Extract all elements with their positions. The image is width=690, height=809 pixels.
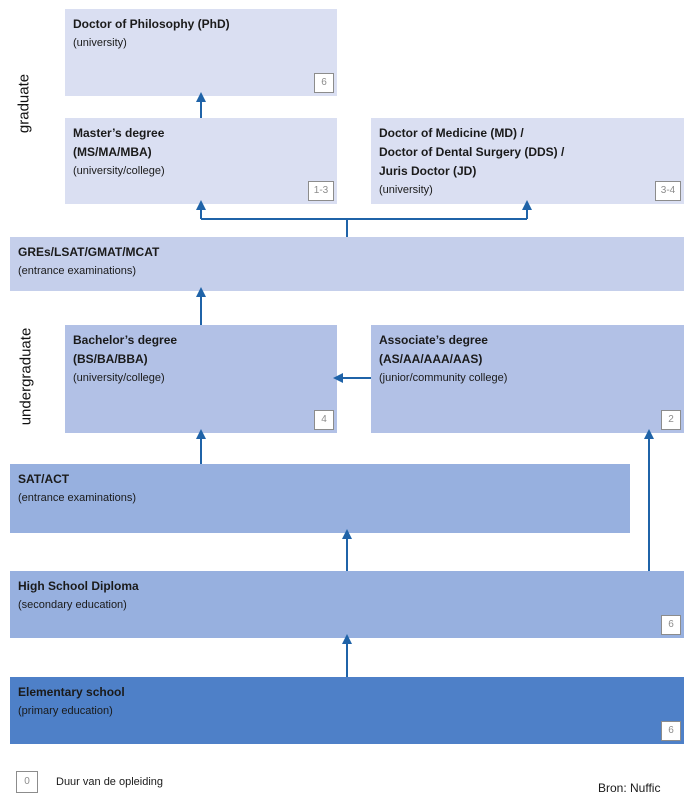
masters-box: Master’s degree (MS/MA/MBA) (university/… <box>65 118 337 204</box>
md-title: Doctor of Medicine (MD) / <box>379 126 524 140</box>
sat-box: SAT/ACT (entrance examinations) <box>10 464 630 533</box>
associate-title: Associate’s degree <box>379 333 488 347</box>
associate-years-badge: 2 <box>661 410 681 430</box>
bachelor-title: Bachelor’s degree <box>73 333 178 347</box>
md-sub: (university) <box>379 184 433 196</box>
sat-sub: (entrance examinations) <box>18 492 137 504</box>
masters-sub: (university/college) <box>73 165 165 177</box>
highschool-title: High School Diploma <box>18 579 139 593</box>
associate-box: Associate’s degree (AS/AA/AAA/AAS) (juni… <box>371 325 684 433</box>
masters-title: Master’s degree <box>73 126 165 140</box>
associate-sub: (junior/community college) <box>379 372 508 384</box>
elementary-title: Elementary school <box>18 685 125 699</box>
gre-title: GREs/LSAT/GMAT/MCAT <box>18 245 160 259</box>
bachelor-box: Bachelor’s degree (BS/BA/BBA) (universit… <box>65 325 337 433</box>
legend-badge: 0 <box>16 771 38 793</box>
gre-box: GREs/LSAT/GMAT/MCAT (entrance examinatio… <box>10 237 684 291</box>
bachelor-years-badge: 4 <box>314 410 334 430</box>
sat-title: SAT/ACT <box>18 472 70 486</box>
elementary-sub: (primary education) <box>18 705 113 717</box>
associate-abbr: (AS/AA/AAA/AAS) <box>379 352 483 366</box>
phd-box: Doctor of Philosophy (PhD) (university) … <box>65 9 337 96</box>
phd-years-badge: 6 <box>314 73 334 93</box>
elementary-box: Elementary school (primary education) 6 <box>10 677 684 744</box>
highschool-sub: (secondary education) <box>18 599 127 611</box>
highschool-years-badge: 6 <box>661 615 681 635</box>
jd-title: Juris Doctor (JD) <box>379 164 477 178</box>
dds-title: Doctor of Dental Surgery (DDS) / <box>379 145 565 159</box>
elementary-years-badge: 6 <box>661 721 681 741</box>
masters-years-badge: 1-3 <box>308 181 334 201</box>
md-years-badge: 3-4 <box>655 181 681 201</box>
gre-sub: (entrance examinations) <box>18 265 137 277</box>
masters-abbr: (MS/MA/MBA) <box>73 145 152 159</box>
phd-sub: (university) <box>73 37 127 49</box>
source-credit: Bron: Nuffic <box>598 781 661 795</box>
bachelor-abbr: (BS/BA/BBA) <box>73 352 148 366</box>
bachelor-sub: (university/college) <box>73 372 165 384</box>
legend-text: Duur van de opleiding <box>56 776 164 788</box>
phd-title: Doctor of Philosophy (PhD) <box>73 17 230 31</box>
md-box: Doctor of Medicine (MD) / Doctor of Dent… <box>371 118 684 204</box>
highschool-box: High School Diploma (secondary education… <box>10 571 684 638</box>
